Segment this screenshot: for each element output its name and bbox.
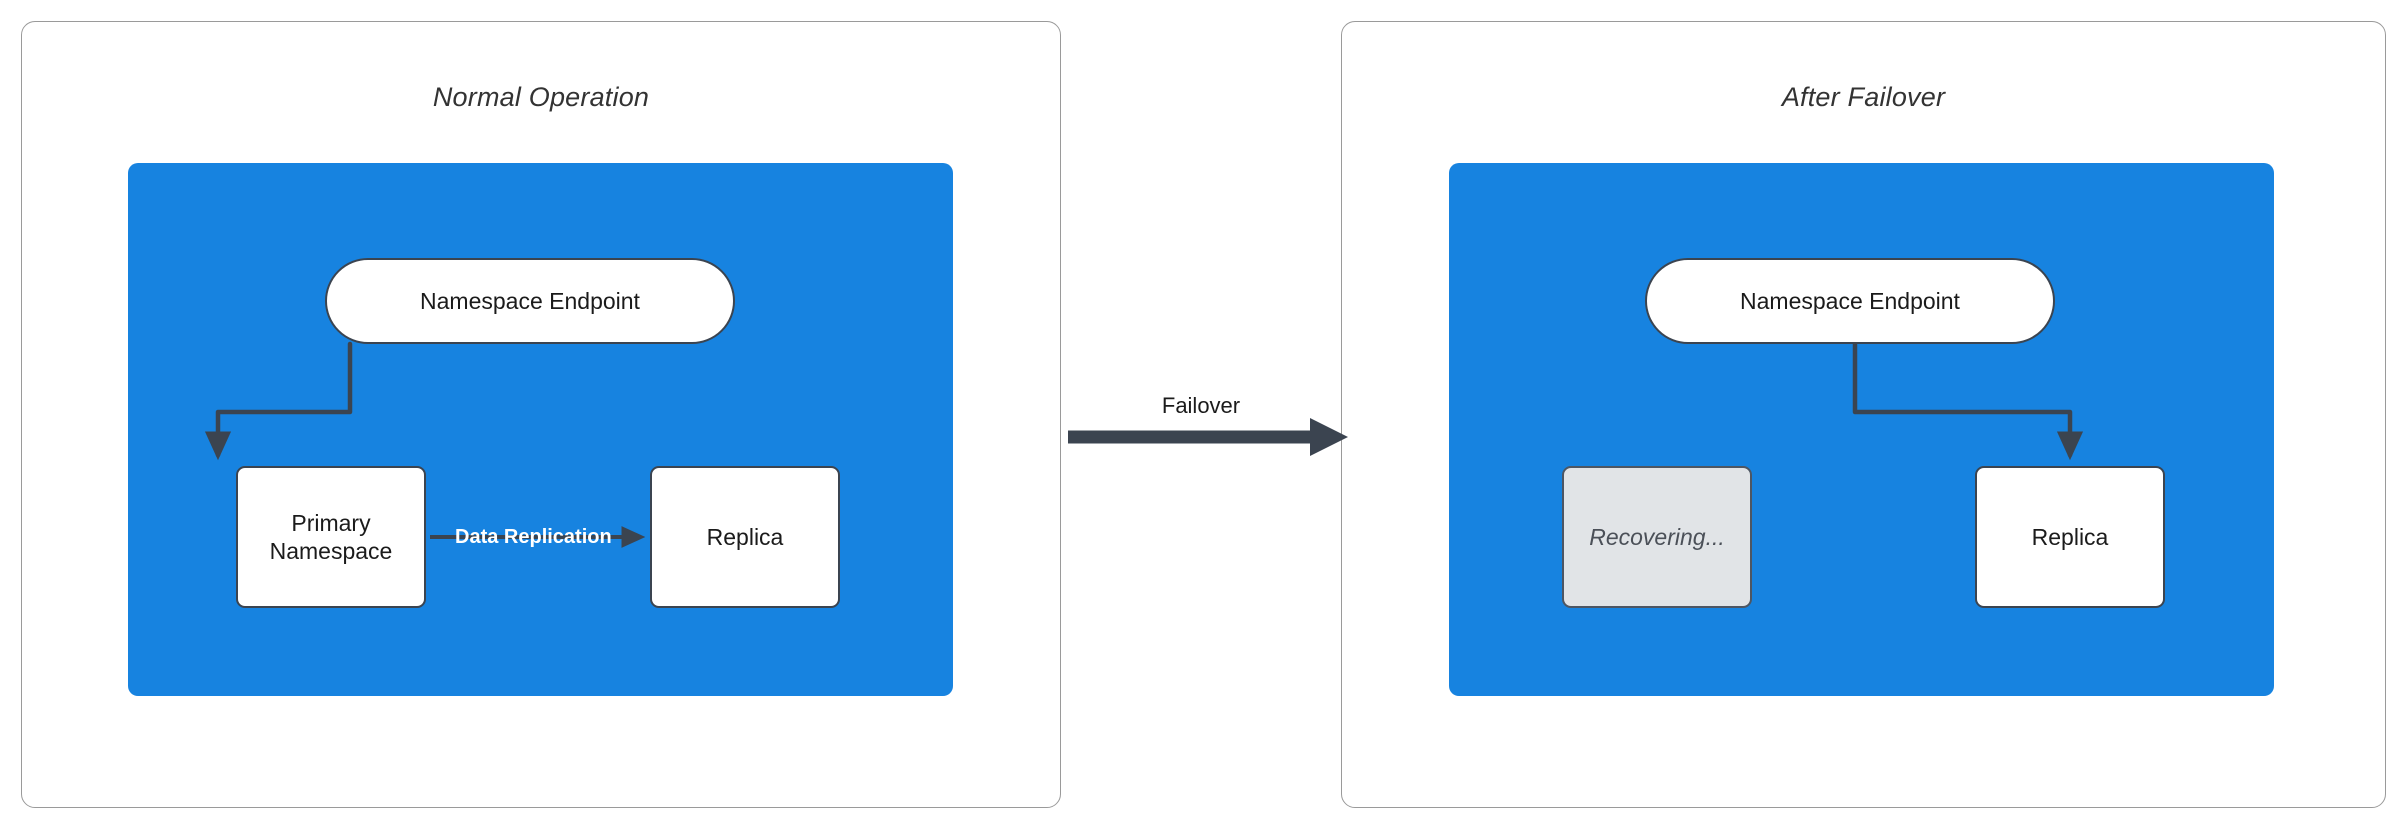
panel-title-after-failover: After Failover [1781, 82, 1946, 112]
node-label-namespace-endpoint-left: Namespace Endpoint [420, 287, 640, 314]
cluster-region-primary [128, 163, 953, 696]
node-label-recovering: Recovering... [1589, 523, 1725, 550]
node-label-replica-right: Replica [2031, 523, 2109, 550]
node-label-primary-namespace-line2: Namespace [269, 538, 393, 564]
node-namespace-endpoint-right[interactable]: Namespace Endpoint [1645, 258, 2055, 344]
edge-failover [1068, 418, 1348, 456]
failover-label: Failover [1161, 393, 1241, 418]
node-primary-namespace[interactable]: Primary Namespace [236, 466, 426, 608]
node-replica-left[interactable]: Replica [650, 466, 840, 608]
node-label-namespace-endpoint-right: Namespace Endpoint [1740, 287, 1960, 314]
node-label-primary-namespace-line1: Primary [291, 509, 371, 536]
node-namespace-endpoint-left[interactable]: Namespace Endpoint [325, 258, 735, 344]
panel-title-normal-operation: Normal Operation [432, 82, 650, 112]
node-replica-right[interactable]: Replica [1975, 466, 2165, 608]
cluster-region-failover [1449, 163, 2274, 696]
edge-label-data-replication: Data Replication [455, 526, 612, 548]
node-recovering[interactable]: Recovering... [1562, 466, 1752, 608]
node-label-replica-left: Replica [706, 523, 784, 550]
